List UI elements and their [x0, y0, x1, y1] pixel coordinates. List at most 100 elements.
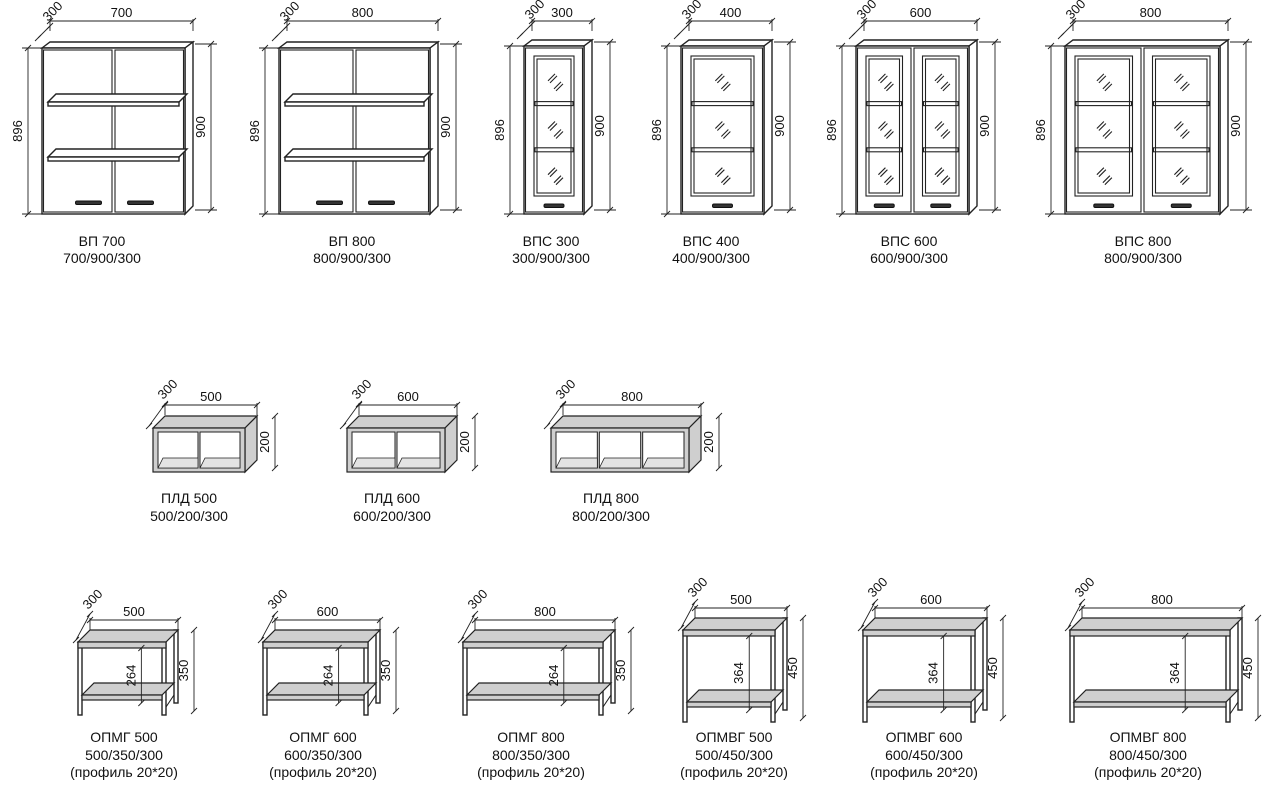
glass-reflection-mark	[942, 131, 951, 139]
rack-top-shelf	[681, 617, 789, 631]
width-value: 500	[123, 604, 145, 619]
dimension-tick	[691, 598, 699, 606]
inner-height-value: 264	[321, 665, 336, 687]
depth-dimension-line	[342, 403, 360, 427]
glass-reflection-mark	[1175, 75, 1184, 84]
profile-note: (профиль 20*20)	[477, 764, 585, 780]
glass-reflection-mark	[886, 83, 894, 92]
shelf-cell-floor	[642, 457, 685, 469]
depth-value: 300	[685, 574, 711, 600]
dimension-tick	[34, 34, 42, 42]
glass-reflection-mark	[547, 167, 556, 176]
rack-frame	[1229, 701, 1239, 715]
rack-frame	[602, 694, 612, 708]
rack-front-post	[682, 629, 688, 723]
glass-reflection-mark	[722, 177, 731, 186]
depth-dimension-line	[460, 613, 476, 641]
inner-height-value: 896	[10, 120, 25, 142]
cabinet-door	[355, 49, 430, 213]
glass-shelf	[866, 147, 903, 153]
dimension-tick	[1057, 32, 1065, 40]
width-value: 700	[111, 5, 133, 20]
glass-reflection-mark	[716, 123, 725, 131]
glass-panel	[1074, 55, 1134, 197]
rack-bottom-shelf-edge	[266, 694, 365, 701]
shelf-cell-floor	[396, 457, 441, 469]
dimension-tick	[1078, 598, 1086, 606]
cabinet-door	[114, 49, 185, 213]
dimension-tick	[471, 412, 479, 420]
shelf-cell-floor	[157, 457, 199, 469]
width-value: 600	[317, 604, 339, 619]
inner-height-value: 896	[247, 120, 262, 142]
width-value: 600	[397, 389, 419, 404]
cabinet-door	[856, 47, 912, 213]
glass-reflection-mark	[884, 175, 892, 184]
glass-reflection-mark	[716, 75, 725, 84]
width-value: 600	[910, 5, 932, 20]
depth-value: 300	[265, 586, 291, 612]
cabinet-door	[42, 49, 113, 213]
rack-top-shelf-edge	[862, 629, 976, 637]
glass-reflection-mark	[1096, 73, 1105, 82]
glass-reflection-mark	[1098, 169, 1107, 178]
glass-shelf	[691, 101, 754, 107]
glass-reflection-mark	[714, 167, 723, 176]
dimension-tick	[271, 34, 279, 42]
depth-value: 300	[854, 0, 880, 22]
model-size: 600/200/300	[353, 508, 431, 524]
width-value: 800	[352, 5, 374, 20]
glass-reflection-mark	[547, 121, 556, 129]
glass-reflection-mark	[880, 123, 888, 131]
dimension-tick	[392, 626, 400, 634]
glass-reflection-mark	[934, 167, 943, 176]
depth-value: 300	[465, 586, 491, 612]
dimension-tick	[457, 636, 465, 644]
rack-top-shelf	[861, 617, 989, 631]
rack-front-post	[1069, 629, 1075, 723]
dimension-tick	[1064, 624, 1072, 632]
width-value: 300	[551, 5, 573, 20]
open-shelf	[283, 148, 434, 158]
cabinet-side-panel	[184, 40, 194, 216]
dimension-tick	[335, 699, 342, 707]
glass-inner-frame	[1154, 58, 1208, 194]
dimension-tick	[1069, 20, 1077, 28]
door-handle	[543, 203, 565, 208]
glass-reflection-mark	[1173, 73, 1182, 82]
dimension-tick	[857, 624, 865, 632]
open-shelf	[46, 93, 189, 103]
dimension-tick	[190, 707, 198, 715]
model-size: 500/450/300	[695, 747, 773, 763]
dimension-tick	[145, 422, 153, 430]
glass-reflection-mark	[555, 83, 564, 92]
rack-bottom-shelf	[685, 689, 785, 703]
open-shelf-edge	[47, 156, 180, 162]
dimension-tick	[471, 610, 479, 618]
door-handle	[873, 203, 895, 208]
rack-top-shelf	[261, 629, 382, 643]
depth-value: 300	[1072, 574, 1098, 600]
model-name: ОПМГ 800	[497, 729, 565, 745]
glass-inner-frame	[924, 58, 957, 194]
dimension-tick	[46, 22, 54, 30]
rack-front-post	[262, 641, 268, 716]
rack-front-post	[1225, 629, 1231, 723]
profile-note: (профиль 20*20)	[870, 764, 978, 780]
outer-height-value: 900	[772, 115, 787, 137]
dimension-tick	[560, 699, 568, 707]
door-handle	[316, 200, 343, 205]
width-value: 800	[621, 389, 643, 404]
glass-reflection-mark	[1102, 81, 1111, 90]
glass-reflection-mark	[886, 177, 894, 186]
depth-dimension-line	[75, 613, 91, 641]
shelf-top	[345, 415, 459, 429]
cabinet-front	[41, 47, 186, 215]
glass-reflection-mark	[1179, 175, 1188, 184]
depth-value: 300	[522, 0, 548, 22]
dimension-tick	[715, 464, 723, 472]
